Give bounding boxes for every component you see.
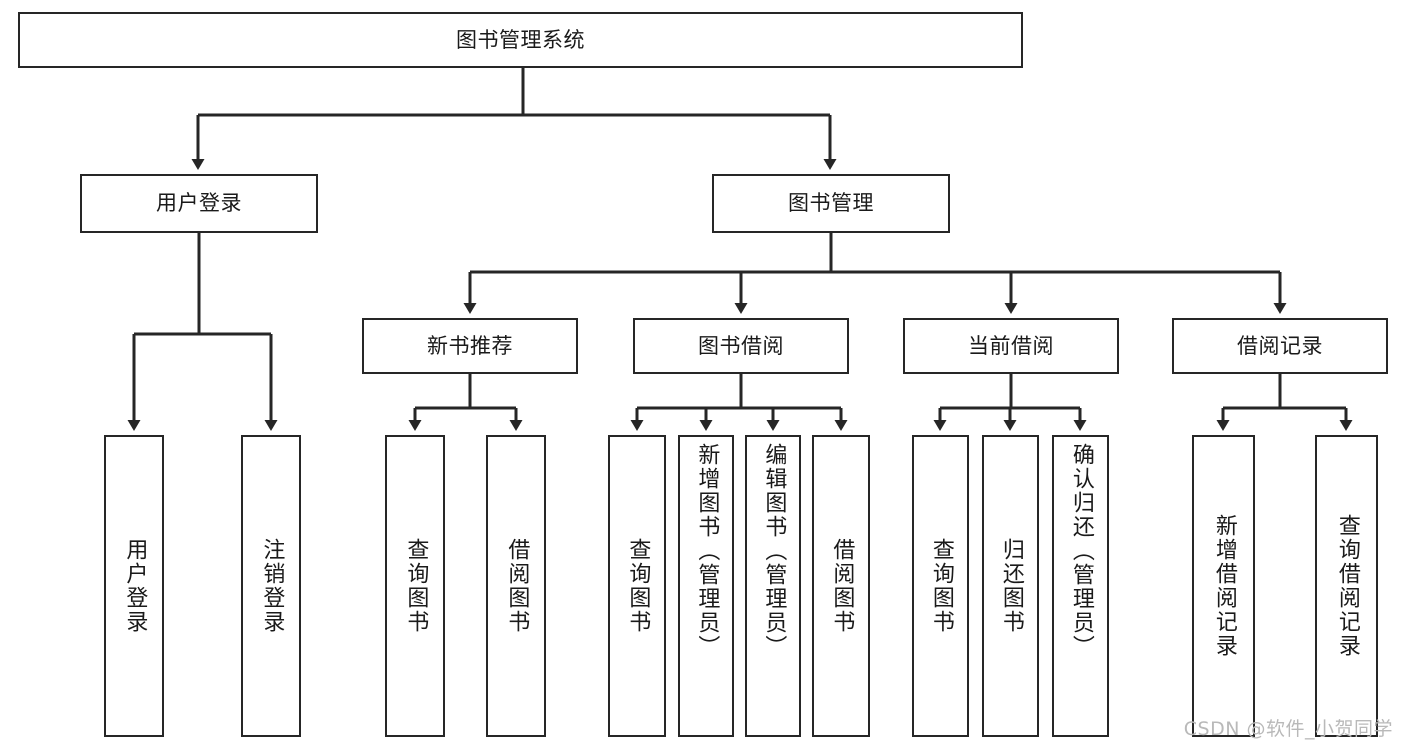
node-leaf-add-borrow-record-label: 新增借阅记录 — [1211, 514, 1237, 658]
node-user-login-label: 用户登录 — [156, 191, 242, 216]
node-leaf-confirm-return[interactable]: 确认归还（管理员） — [1052, 435, 1109, 737]
node-book-manage-label: 图书管理 — [788, 191, 874, 216]
watermark: CSDN @软件_小贺同学 — [1183, 718, 1393, 740]
node-leaf-query-book-2[interactable]: 查询图书 — [608, 435, 666, 737]
node-leaf-query-book-1-label: 查询图书 — [403, 538, 429, 634]
node-leaf-return-book-label: 归还图书 — [998, 538, 1024, 634]
node-leaf-query-borrow-record[interactable]: 查询借阅记录 — [1315, 435, 1378, 737]
node-current-borrow-label: 当前借阅 — [968, 333, 1054, 358]
node-leaf-confirm-return-label: 确认归还（管理员） — [1068, 443, 1094, 659]
node-borrow-record-label: 借阅记录 — [1237, 333, 1323, 358]
node-leaf-edit-book-label: 编辑图书（管理员） — [761, 443, 787, 659]
node-leaf-borrow-book-2-label: 借阅图书 — [829, 538, 855, 634]
node-leaf-user-logout[interactable]: 注销登录 — [241, 435, 301, 737]
node-leaf-add-book-label: 新增图书（管理员） — [694, 443, 720, 659]
node-leaf-query-book-2-label: 查询图书 — [625, 538, 651, 634]
node-leaf-query-borrow-record-label: 查询借阅记录 — [1334, 514, 1360, 658]
node-leaf-user-login-label: 用户登录 — [122, 538, 148, 634]
node-current-borrow[interactable]: 当前借阅 — [903, 318, 1119, 374]
node-leaf-edit-book[interactable]: 编辑图书（管理员） — [745, 435, 801, 737]
node-leaf-user-login[interactable]: 用户登录 — [104, 435, 164, 737]
node-leaf-borrow-book-2[interactable]: 借阅图书 — [812, 435, 870, 737]
node-root-label: 图书管理系统 — [456, 27, 585, 52]
node-new-book-recommend[interactable]: 新书推荐 — [362, 318, 578, 374]
node-book-borrow[interactable]: 图书借阅 — [633, 318, 849, 374]
node-leaf-user-logout-label: 注销登录 — [259, 538, 285, 634]
node-leaf-borrow-book-1[interactable]: 借阅图书 — [486, 435, 546, 737]
node-leaf-borrow-book-1-label: 借阅图书 — [504, 538, 530, 634]
node-leaf-query-book-1[interactable]: 查询图书 — [385, 435, 445, 737]
node-leaf-query-book-3[interactable]: 查询图书 — [912, 435, 969, 737]
node-user-login[interactable]: 用户登录 — [80, 174, 318, 233]
node-book-borrow-label: 图书借阅 — [698, 333, 784, 358]
node-borrow-record[interactable]: 借阅记录 — [1172, 318, 1388, 374]
node-root[interactable]: 图书管理系统 — [18, 12, 1023, 68]
node-leaf-query-book-3-label: 查询图书 — [928, 538, 954, 634]
node-leaf-add-book[interactable]: 新增图书（管理员） — [678, 435, 734, 737]
node-leaf-add-borrow-record[interactable]: 新增借阅记录 — [1192, 435, 1255, 737]
node-book-manage[interactable]: 图书管理 — [712, 174, 950, 233]
node-new-book-recommend-label: 新书推荐 — [427, 333, 513, 358]
node-leaf-return-book[interactable]: 归还图书 — [982, 435, 1039, 737]
